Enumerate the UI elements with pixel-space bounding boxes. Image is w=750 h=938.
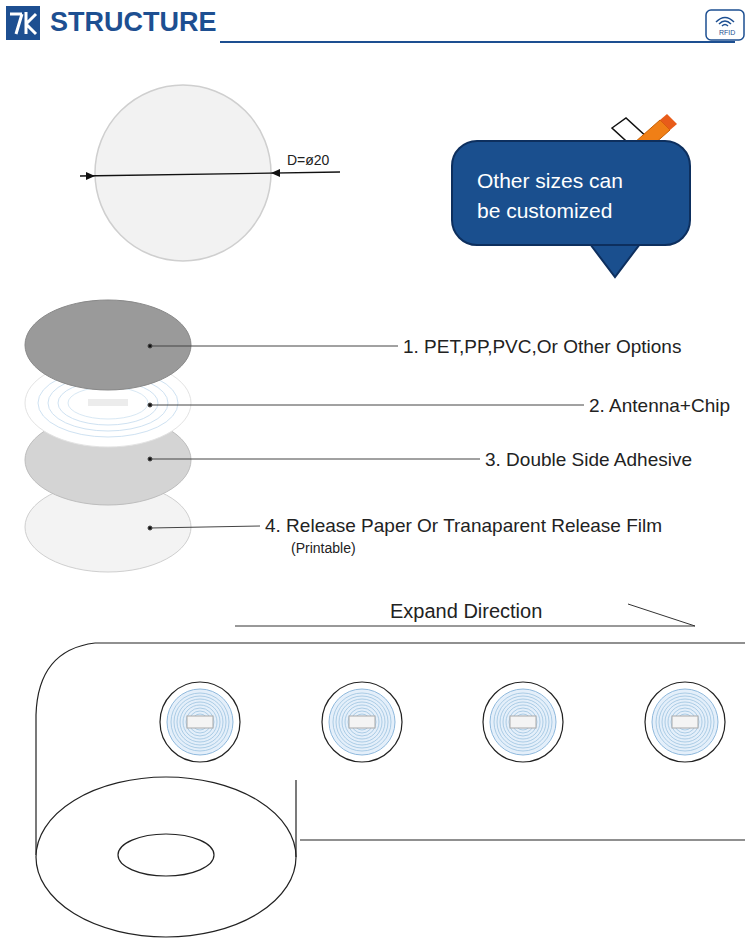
rfid-icon	[706, 10, 744, 40]
dimension-line	[80, 169, 340, 180]
speech-bubble: Other sizes can be customized	[451, 140, 691, 246]
rfid-tag	[483, 682, 563, 762]
roll-tags	[160, 682, 725, 762]
rfid-tag	[645, 682, 725, 762]
dimension-label: D=ø20	[287, 152, 329, 168]
logo	[6, 6, 40, 40]
icon-text: RFID	[719, 29, 735, 36]
direction-label: Expand Direction	[390, 600, 542, 623]
layer-label: 4. Release Paper Or Tranaparent Release …	[265, 515, 662, 537]
leader-lines	[148, 344, 584, 530]
rfid-tag	[160, 682, 240, 762]
layer-note: (Printable)	[291, 540, 356, 556]
rfid-tag	[322, 682, 402, 762]
label-roll	[36, 643, 745, 937]
page-title: STRUCTURE	[50, 7, 217, 38]
layer-label: 3. Double Side Adhesive	[485, 449, 692, 471]
layer-stack	[25, 300, 191, 572]
bubble-tail	[590, 244, 640, 277]
bubble-text: Other sizes can be customized	[477, 166, 647, 226]
layer-label: 1. PET,PP,PVC,Or Other Options	[403, 336, 681, 358]
layer-label: 2. Antenna+Chip	[589, 395, 730, 417]
header-rule	[220, 41, 735, 43]
